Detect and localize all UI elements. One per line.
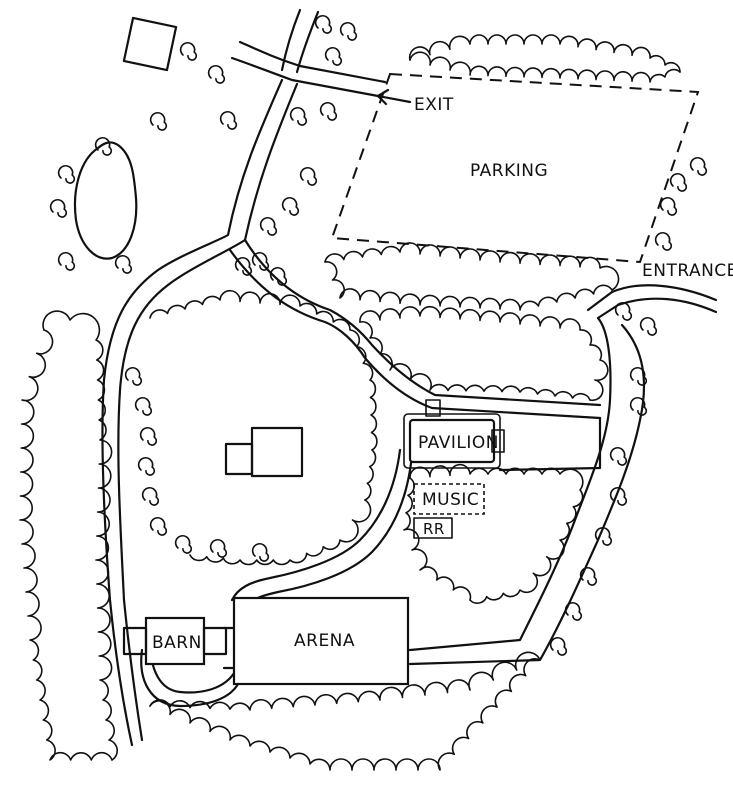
tree-icon [259,216,278,236]
entrance-label: ENTRANCE [642,261,733,281]
tree-icon [149,516,168,536]
pavilion-label: PAVILION [418,433,499,453]
tree-line [409,51,681,83]
tree-line [403,477,472,601]
tree-line [324,242,620,291]
tree-line [42,310,118,761]
exit-label: EXIT [414,95,454,115]
tree-icon [141,486,160,506]
tree-line [149,289,378,501]
tree-icon [289,106,308,126]
tree-icon [609,446,628,466]
tree-line [189,499,372,566]
tree-icon [669,172,688,192]
tree-icon [234,256,253,276]
tree-line [359,305,609,402]
tree-icon [594,526,613,546]
tree-icon [579,566,598,586]
pavilion-building [403,399,505,469]
tree-icon [251,542,270,562]
tree-icon [149,111,168,131]
tree-icon [137,456,156,476]
parking-lot [330,72,700,264]
tree-icon [179,41,198,61]
barn-building [122,616,228,666]
tree-icon [94,136,113,156]
tree-line [408,34,681,73]
tree-icon [609,486,628,506]
tree-line [409,463,584,604]
tree-icon [324,46,343,66]
tree-icon [219,110,238,130]
farmhouse [224,426,304,478]
tree-icon [124,366,143,386]
exit-arrow-icon [376,88,412,106]
tree-icon [339,21,358,41]
arena-label: ARENA [294,631,355,651]
tree-icon [659,196,678,216]
roads [101,8,718,747]
tree-icon [209,538,228,558]
tree-line [324,261,613,311]
restroom [413,517,453,539]
tree-icon [549,636,568,656]
tree-icon [114,254,133,274]
barn-label: BARN [152,633,202,653]
tree-line [149,651,541,711]
tree-icon [314,14,333,34]
music-label: MUSIC [422,490,479,510]
tree-icon [654,231,673,251]
arena-building [232,596,410,686]
tree-icon [134,396,153,416]
tree-icon [639,316,658,336]
tree-icon [174,534,193,554]
tree-line [359,320,591,401]
rr-label: RR [423,520,445,538]
tree-icon [689,156,708,176]
tree-icon [207,64,226,84]
tree-clusters [19,14,708,771]
tree-icon [49,198,68,218]
tree-icon [57,164,76,184]
tree-icon [319,101,338,121]
tree-icon [139,426,158,446]
parking-label: PARKING [470,161,548,181]
tree-icon [57,251,76,271]
tree-icon [251,251,270,271]
music-tent [413,483,485,515]
tree-icon [281,196,300,216]
small-building [122,16,178,72]
pond [73,141,138,260]
tree-line [19,329,113,761]
tree-icon [299,166,318,186]
tree-line [149,657,541,771]
